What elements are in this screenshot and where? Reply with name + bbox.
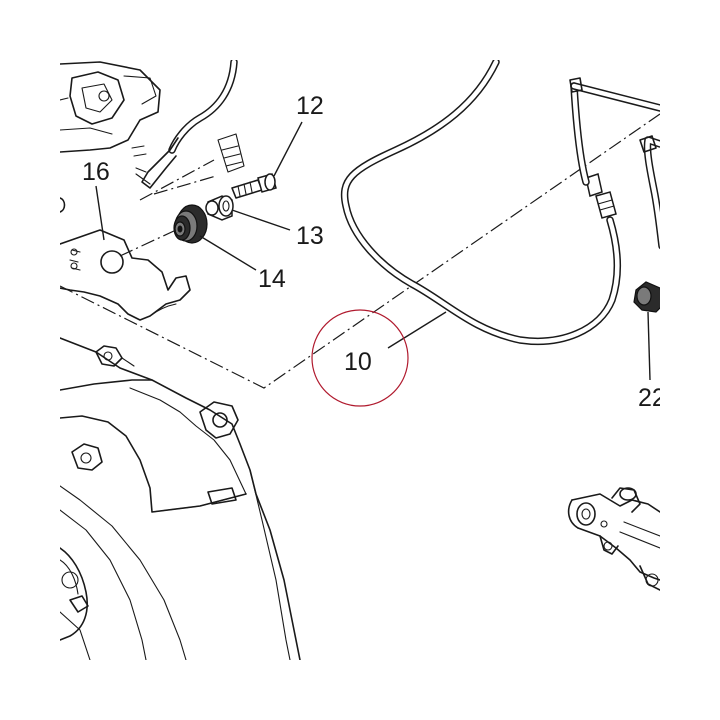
- leader-10: [387, 311, 447, 349]
- master-cylinder: [567, 487, 660, 591]
- callout-13: 13: [296, 222, 324, 250]
- leader-22: [647, 311, 651, 381]
- callout-14: 14: [258, 265, 286, 293]
- screw-12: [231, 173, 277, 199]
- leader-16: [95, 185, 105, 241]
- main-brake-hose-10: [340, 60, 660, 345]
- bracket-16: [60, 229, 191, 321]
- caliper-brake-hose: [135, 60, 238, 189]
- callout-16: 16: [82, 158, 110, 186]
- leader-13: [231, 209, 291, 231]
- highlight-circle: [311, 309, 409, 407]
- spacer-13: [205, 195, 234, 221]
- grommet-14: [173, 204, 208, 244]
- leader-14: [199, 235, 257, 271]
- cap-22: [633, 281, 660, 313]
- frame-body: [60, 337, 301, 660]
- callout-10: 10: [344, 348, 372, 376]
- leader-12: [273, 121, 303, 177]
- bleed-bolt: [131, 133, 245, 173]
- brake-caliper: [60, 61, 161, 153]
- callout-12: 12: [296, 92, 324, 120]
- callout-22: 22: [638, 384, 666, 412]
